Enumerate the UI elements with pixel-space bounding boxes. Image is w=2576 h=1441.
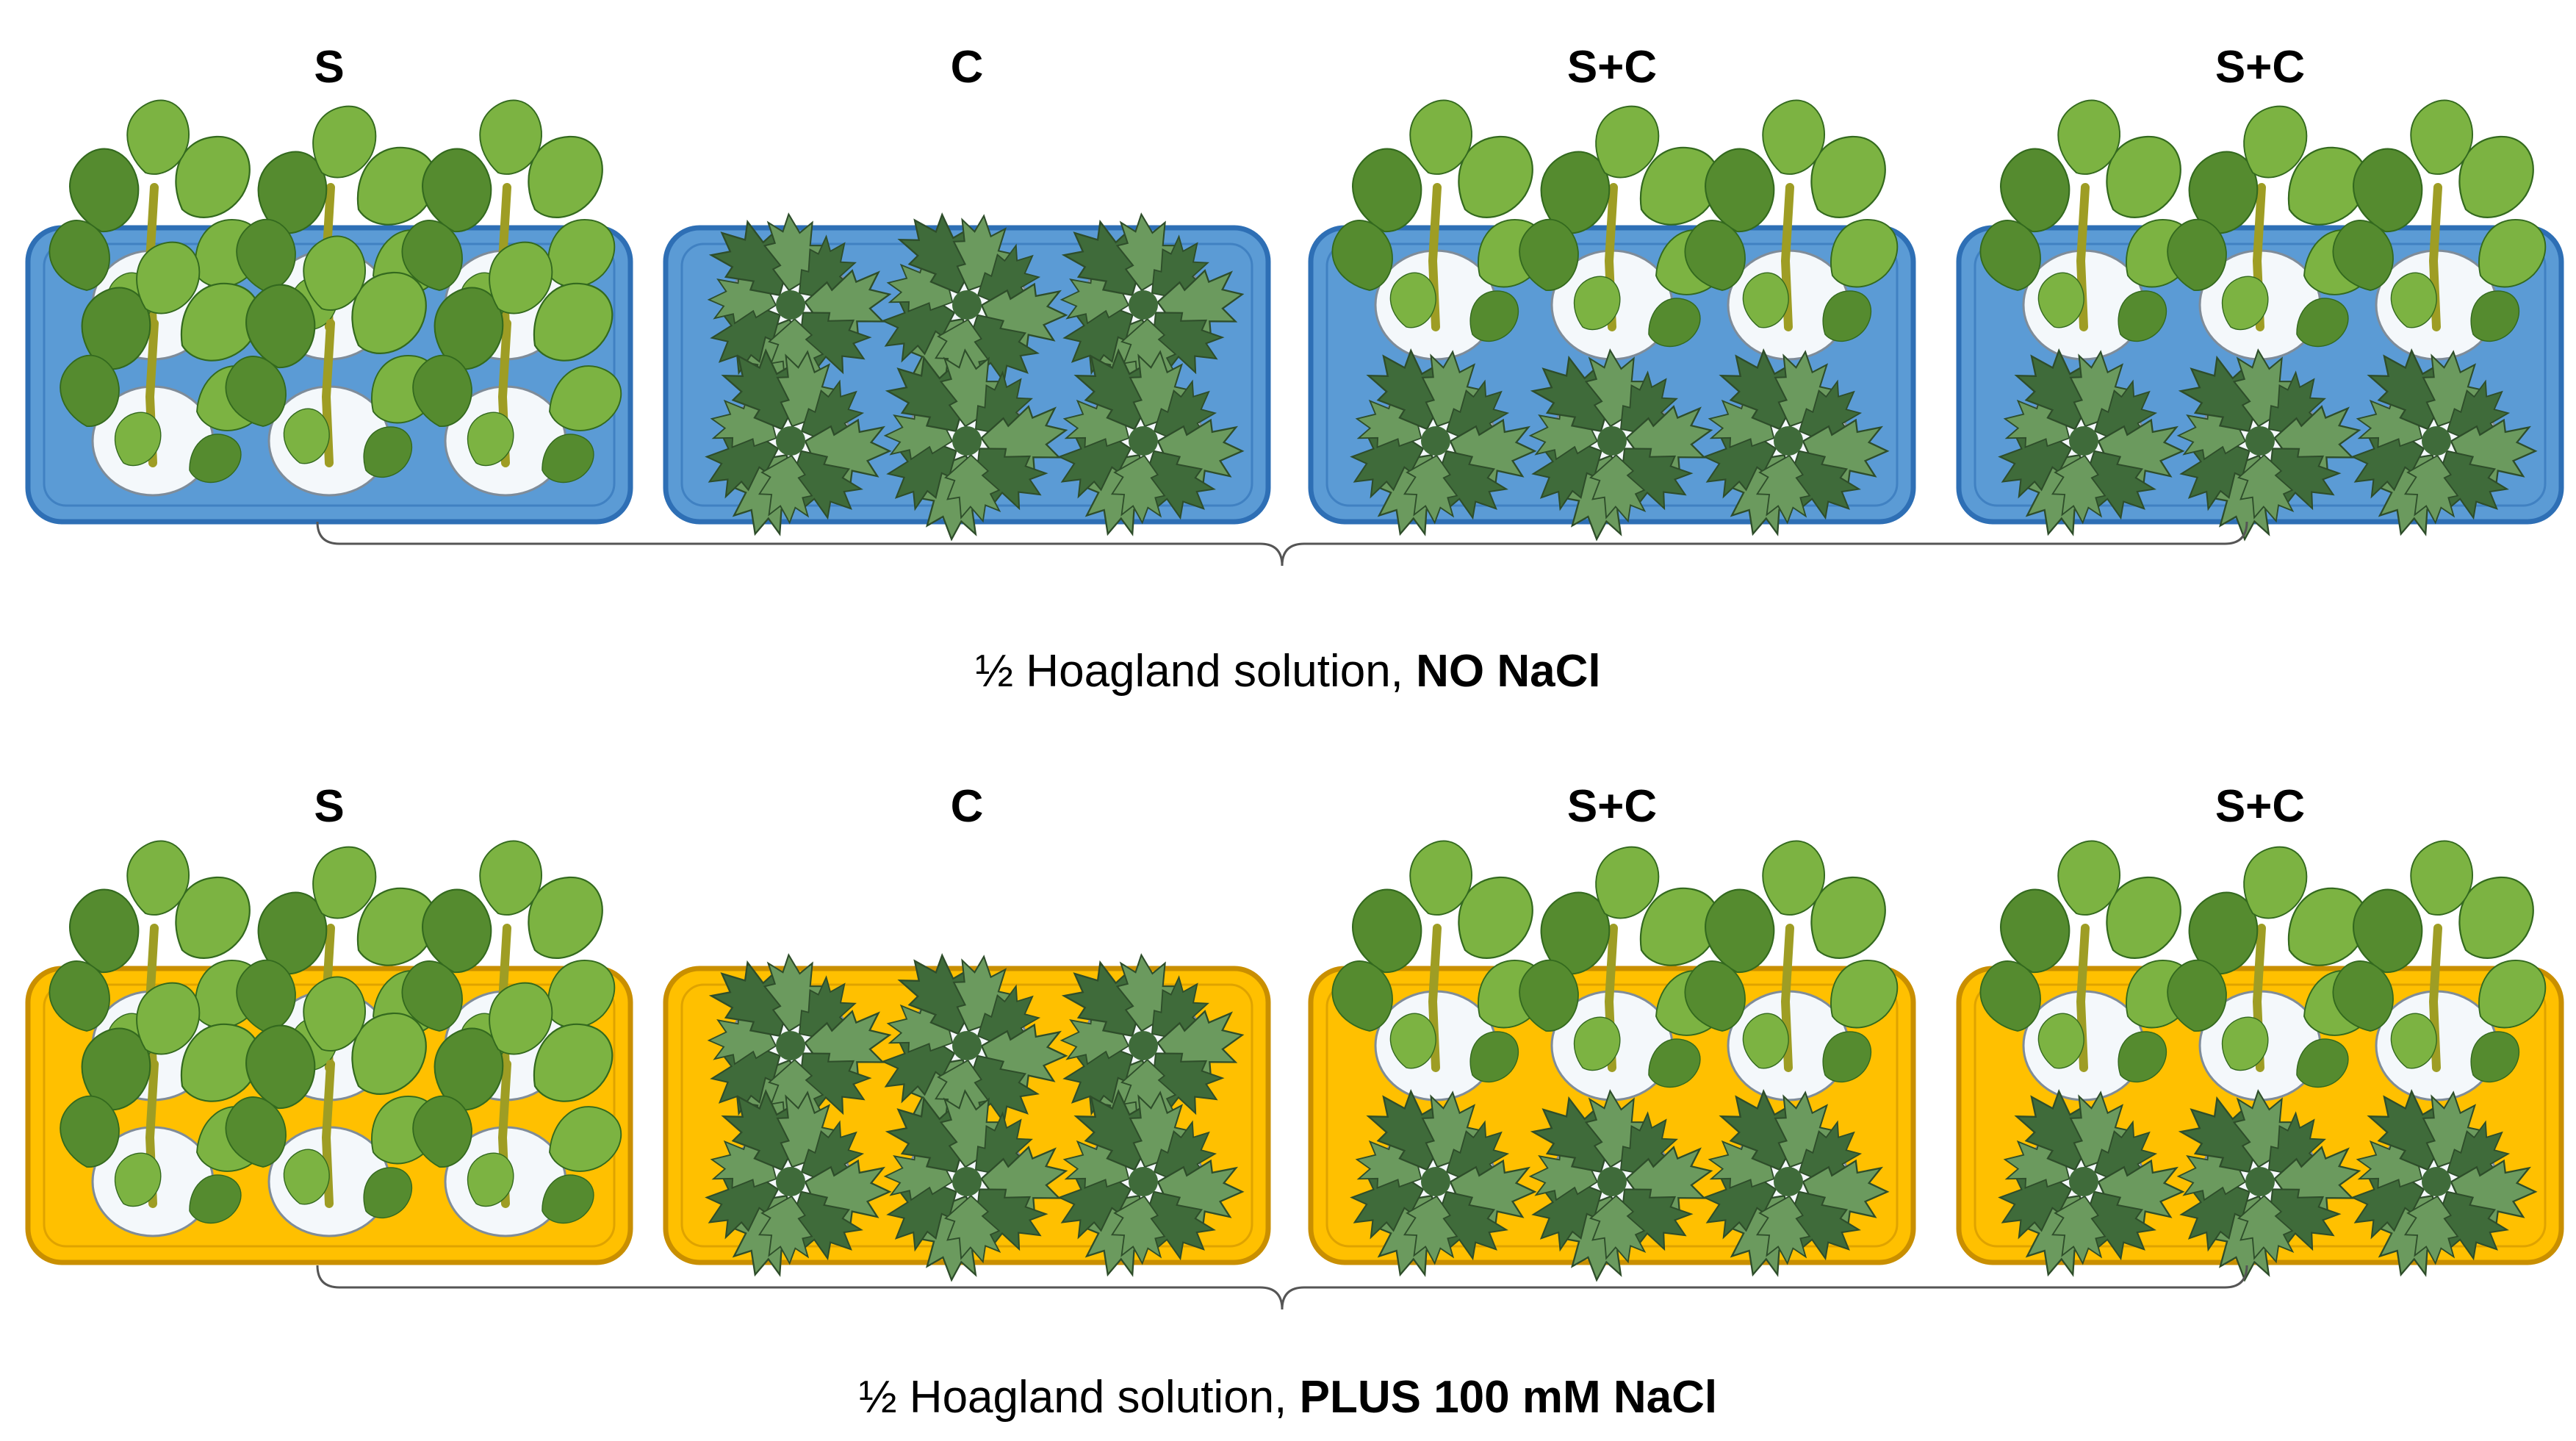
quinoa-plant bbox=[1337, 1074, 1536, 1284]
hydroponic-tray: C bbox=[663, 781, 1271, 1284]
soybean-plant bbox=[1670, 835, 1907, 1090]
treatment-label: C bbox=[951, 42, 984, 93]
quinoa-plant bbox=[2166, 1082, 2367, 1283]
quinoa-plant bbox=[873, 341, 1074, 542]
quinoa-plant bbox=[873, 1082, 1074, 1283]
treatment-label: S+C bbox=[2215, 42, 2305, 93]
soybean-plant bbox=[1965, 94, 2203, 349]
treatment-label: S bbox=[314, 781, 344, 832]
quinoa-plant bbox=[1985, 1074, 2184, 1284]
soybean-plant bbox=[1317, 835, 1555, 1090]
soybean-plant bbox=[211, 230, 448, 485]
hydroponic-tray: S+C bbox=[1956, 781, 2564, 1284]
hydroponic-tray: S bbox=[25, 42, 633, 525]
treatment-label: S+C bbox=[2215, 781, 2305, 832]
quinoa-plant bbox=[697, 205, 898, 406]
hydroponic-tray: C bbox=[663, 42, 1271, 544]
grouping-bracket bbox=[316, 1265, 2248, 1310]
treatment-label: S bbox=[314, 42, 344, 93]
quinoa-plant bbox=[1045, 1074, 1244, 1284]
grouping-bracket bbox=[316, 521, 2248, 567]
soybean-plant bbox=[400, 240, 633, 495]
quinoa-plant bbox=[2338, 334, 2537, 544]
hydroponic-tray: S+C bbox=[1956, 42, 2564, 544]
soybean-plant bbox=[2318, 94, 2555, 349]
quinoa-plant bbox=[1518, 1082, 1719, 1283]
soybean-plant bbox=[400, 980, 633, 1235]
treatment-label: S+C bbox=[1567, 42, 1657, 93]
soybean-plant bbox=[2155, 844, 2388, 1099]
treatment-label: C bbox=[951, 781, 984, 832]
quinoa-plant bbox=[2166, 341, 2367, 542]
soybean-plant bbox=[48, 980, 281, 1235]
quinoa-plant bbox=[692, 1074, 891, 1284]
quinoa-plant bbox=[1690, 1074, 1889, 1284]
quinoa-plant bbox=[868, 198, 1068, 408]
quinoa-plant bbox=[1690, 334, 1889, 544]
soybean-plant bbox=[1670, 94, 1907, 349]
quinoa-plant bbox=[697, 946, 898, 1147]
caption-prefix: ½ Hoagland solution, bbox=[975, 646, 1416, 697]
treatment-row: S C S+C S+C ½ Hoagland solution, PLUS 100 mM… bbox=[25, 781, 2564, 1423]
soybean-plant bbox=[1317, 94, 1555, 349]
quinoa-plant bbox=[2338, 1074, 2537, 1284]
quinoa-plant bbox=[692, 334, 891, 544]
soybean-plant bbox=[1965, 835, 2203, 1090]
solution-caption: ½ Hoagland solution, PLUS 100 mM NaCl bbox=[859, 1372, 1717, 1423]
hydroponic-tray: S+C bbox=[1308, 781, 1916, 1284]
quinoa-plant bbox=[1049, 205, 1251, 406]
soybean-plant bbox=[1507, 844, 1740, 1099]
soybean-plant bbox=[211, 971, 448, 1226]
soybean-plant bbox=[48, 240, 281, 495]
treatment-row: S C S+C S+C ½ Hoagland solution, NO NaCl bbox=[25, 42, 2564, 697]
soybean-plant bbox=[2318, 835, 2555, 1090]
quinoa-plant bbox=[1045, 334, 1244, 544]
treatment-label: S+C bbox=[1567, 781, 1657, 832]
quinoa-plant bbox=[868, 938, 1068, 1149]
soybean-plant bbox=[2155, 104, 2388, 359]
caption-prefix: ½ Hoagland solution, bbox=[859, 1372, 1300, 1423]
caption-salt-treatment: NO NaCl bbox=[1416, 646, 1600, 697]
quinoa-plant bbox=[1049, 946, 1251, 1147]
caption-salt-treatment: PLUS 100 mM NaCl bbox=[1300, 1372, 1718, 1423]
quinoa-plant bbox=[1337, 334, 1536, 544]
hydroponic-tray: S+C bbox=[1308, 42, 1916, 544]
quinoa-plant bbox=[1518, 341, 1719, 542]
soybean-plant bbox=[1507, 104, 1740, 359]
hydroponic-tray: S bbox=[25, 781, 633, 1265]
quinoa-plant bbox=[1985, 334, 2184, 544]
solution-caption: ½ Hoagland solution, NO NaCl bbox=[975, 646, 1600, 697]
